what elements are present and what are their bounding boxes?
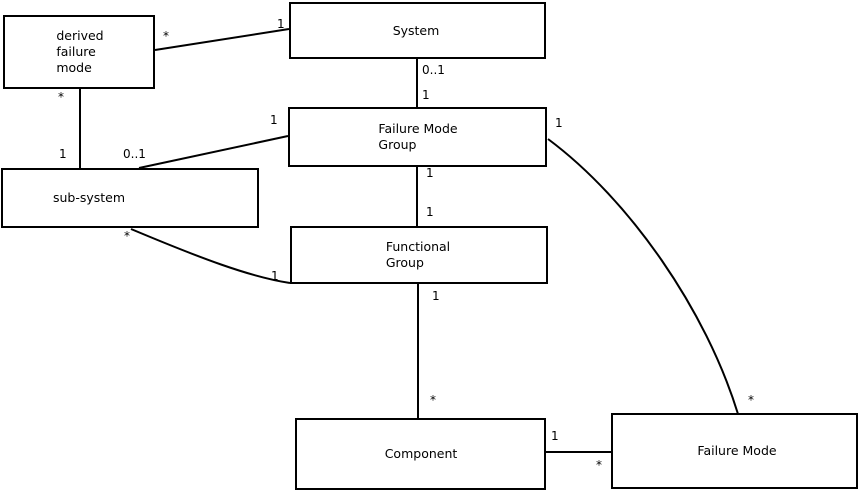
class-name-component: Component xyxy=(384,446,458,461)
edge-derived-failure-mode-system xyxy=(154,28,290,51)
mult-failure-mode-group-to-functional-group: 1 xyxy=(426,166,434,180)
mult-sub-system-to-derived-failure-mode: 1 xyxy=(59,147,67,161)
mult-sub-system-to-functional-group: * xyxy=(124,229,130,243)
mult-failure-mode-group-to-sub-system: 1 xyxy=(270,113,278,127)
edge-failure-mode-group-failure-mode xyxy=(547,138,739,415)
class-box-system[interactable]: System xyxy=(289,2,546,59)
class-name-functional-group: Functional Group xyxy=(385,239,451,270)
edge-sub-system-functional-group xyxy=(130,228,291,284)
class-box-functional-group[interactable]: Functional Group xyxy=(290,226,548,284)
class-name-system: System xyxy=(392,22,440,38)
mult-functional-group-to-component: 1 xyxy=(432,289,440,303)
mult-failure-mode-group-to-failure-mode: 1 xyxy=(555,116,563,130)
class-box-sub-system[interactable]: sub-system xyxy=(1,168,259,228)
class-name-derived-failure-mode: derived failure mode xyxy=(56,28,104,75)
mult-system-to-failure-mode-group: 0..1 xyxy=(422,63,445,77)
mult-functional-group-to-sub-system: 1 xyxy=(271,269,279,283)
mult-component-to-functional-group: * xyxy=(430,393,436,407)
mult-functional-group-to-failure-mode-group: 1 xyxy=(426,205,434,219)
class-box-component[interactable]: Component xyxy=(295,418,546,490)
class-box-derived-failure-mode[interactable]: derived failure mode xyxy=(3,15,155,89)
class-box-failure-mode-group[interactable]: Failure Mode Group xyxy=(288,107,547,167)
mult-failure-mode-to-failure-mode-group: * xyxy=(748,393,754,407)
mult-sub-system-to-failure-mode-group: 0..1 xyxy=(123,147,146,161)
class-name-sub-system: sub-system xyxy=(52,190,126,205)
class-box-failure-mode[interactable]: Failure Mode xyxy=(611,413,858,489)
mult-system-to-derived-failure-mode-near: 1 xyxy=(277,17,285,31)
edge-sub-system-failure-mode-group xyxy=(138,135,289,169)
mult-derived-failure-mode-to-sub-system: * xyxy=(58,90,64,104)
mult-component-to-failure-mode: 1 xyxy=(551,429,559,443)
class-name-failure-mode-group: Failure Mode Group xyxy=(378,121,458,152)
class-name-failure-mode: Failure Mode xyxy=(697,443,777,458)
mult-derived-failure-mode-to-system-near: * xyxy=(163,29,169,43)
mult-failure-mode-group-to-system: 1 xyxy=(422,88,430,102)
mult-failure-mode-to-component: * xyxy=(596,458,602,472)
